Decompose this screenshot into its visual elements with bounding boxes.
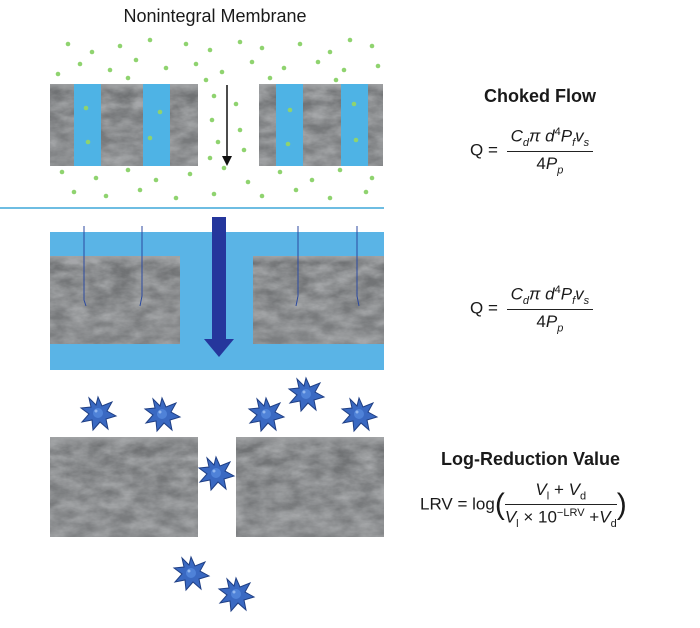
particle-dot <box>241 147 247 153</box>
particle-dot <box>369 43 375 49</box>
pore-channel <box>143 84 170 166</box>
particle-dot <box>237 39 243 45</box>
particle-dot <box>137 187 143 193</box>
particle-dot <box>369 175 375 181</box>
particle-dot <box>327 49 333 55</box>
particle-dot <box>249 59 255 65</box>
particle-dot <box>375 63 381 69</box>
particle-dot <box>211 93 217 99</box>
particle-dot <box>163 65 169 71</box>
particle-dot <box>133 57 139 63</box>
particle-dot <box>293 187 299 193</box>
particle-dot <box>337 167 343 173</box>
particle-dot <box>77 61 83 67</box>
particle-dot <box>309 177 315 183</box>
particle-dot <box>363 189 369 195</box>
microbe-icon <box>288 377 325 412</box>
particle-dot <box>353 137 359 143</box>
particle-dot <box>221 165 227 171</box>
diagram-title: Nonintegral Membrane <box>123 6 307 26</box>
arrow-head-icon <box>222 156 232 166</box>
particle-dot <box>207 155 213 161</box>
particle-dot <box>89 49 95 55</box>
particle-dot <box>187 171 193 177</box>
particle-dot <box>147 135 153 141</box>
particle-dot <box>351 101 357 107</box>
equation-fraction: Vl + Vd Vl × 10−LRV +Vd <box>504 480 617 531</box>
particle-dot <box>259 45 265 51</box>
microbe-icon <box>80 396 117 431</box>
microbe-icon <box>144 397 181 432</box>
particle-dot <box>277 169 283 175</box>
flow-arrow-shaft <box>212 217 226 341</box>
particle-dot <box>285 141 291 147</box>
particle-dot <box>65 41 71 47</box>
particle-dot <box>173 195 179 201</box>
particle-dot <box>207 47 213 53</box>
particle-dot <box>211 191 217 197</box>
particle-dot <box>103 193 109 199</box>
particle-dot <box>219 69 225 75</box>
particle-dot <box>333 77 339 83</box>
particle-dot <box>347 37 353 43</box>
particle-dot <box>327 195 333 201</box>
particle-dot <box>281 65 287 71</box>
lrv-equation: LRV = log( Vl + Vd Vl × 10−LRV +Vd ) <box>420 480 627 531</box>
microbe-icon <box>198 456 235 491</box>
middle-membrane-panel <box>50 217 384 370</box>
equation-fraction: Cdπ d4Pfvs 4Pp <box>506 126 594 176</box>
choked-flow-heading: Choked Flow <box>484 86 596 106</box>
bottom-membrane-panel <box>50 377 384 612</box>
particle-dot <box>287 107 293 113</box>
particle-dot <box>117 43 123 49</box>
equation-fraction: Cdπ d4Pfvs 4Pp <box>506 284 594 334</box>
particle-dot <box>125 167 131 173</box>
microbe-icon <box>173 556 210 591</box>
particle-dot <box>83 105 89 111</box>
particle-dot <box>157 109 163 115</box>
particle-dot <box>59 169 65 175</box>
particle-dot <box>183 41 189 47</box>
particle-dot <box>153 177 159 183</box>
microbe-icon <box>341 397 378 432</box>
equation-lhs: Q = <box>470 140 498 160</box>
particle-dot <box>259 193 265 199</box>
particle-dot <box>107 67 113 73</box>
equation-lhs: LRV = log <box>420 494 495 514</box>
pore-channel <box>341 84 368 166</box>
particle-dot <box>147 37 153 43</box>
particle-dot <box>55 71 61 77</box>
choked-flow-equation: Q = Cdπ d4Pfvs 4Pp <box>470 126 594 176</box>
particle-dot <box>125 75 131 81</box>
particle-dot <box>267 75 273 81</box>
lrv-heading: Log-Reduction Value <box>441 449 621 469</box>
particle-field <box>55 37 381 201</box>
particle-dot <box>193 61 199 67</box>
top-membrane-panel <box>50 37 383 201</box>
pore-channel <box>74 84 101 166</box>
particle-dot <box>85 139 91 145</box>
equation-lhs: Q = <box>470 298 498 318</box>
particle-dot <box>237 127 243 133</box>
microbe-icon <box>218 577 255 612</box>
particle-dot <box>215 139 221 145</box>
particle-dot <box>245 179 251 185</box>
particle-dot <box>203 77 209 83</box>
flow-arrow-icon <box>204 339 234 357</box>
particle-dot <box>209 117 215 123</box>
particle-dot <box>93 175 99 181</box>
particle-dot <box>315 59 321 65</box>
particle-dot <box>233 101 239 107</box>
particle-dot <box>71 189 77 195</box>
particle-dot <box>341 67 347 73</box>
microbe-icon <box>248 397 285 432</box>
pore-channel <box>276 84 303 166</box>
choked-flow-equation-repeat: Q = Cdπ d4Pfvs 4Pp <box>470 284 594 334</box>
fiber-lines <box>83 226 360 307</box>
particle-dot <box>297 41 303 47</box>
